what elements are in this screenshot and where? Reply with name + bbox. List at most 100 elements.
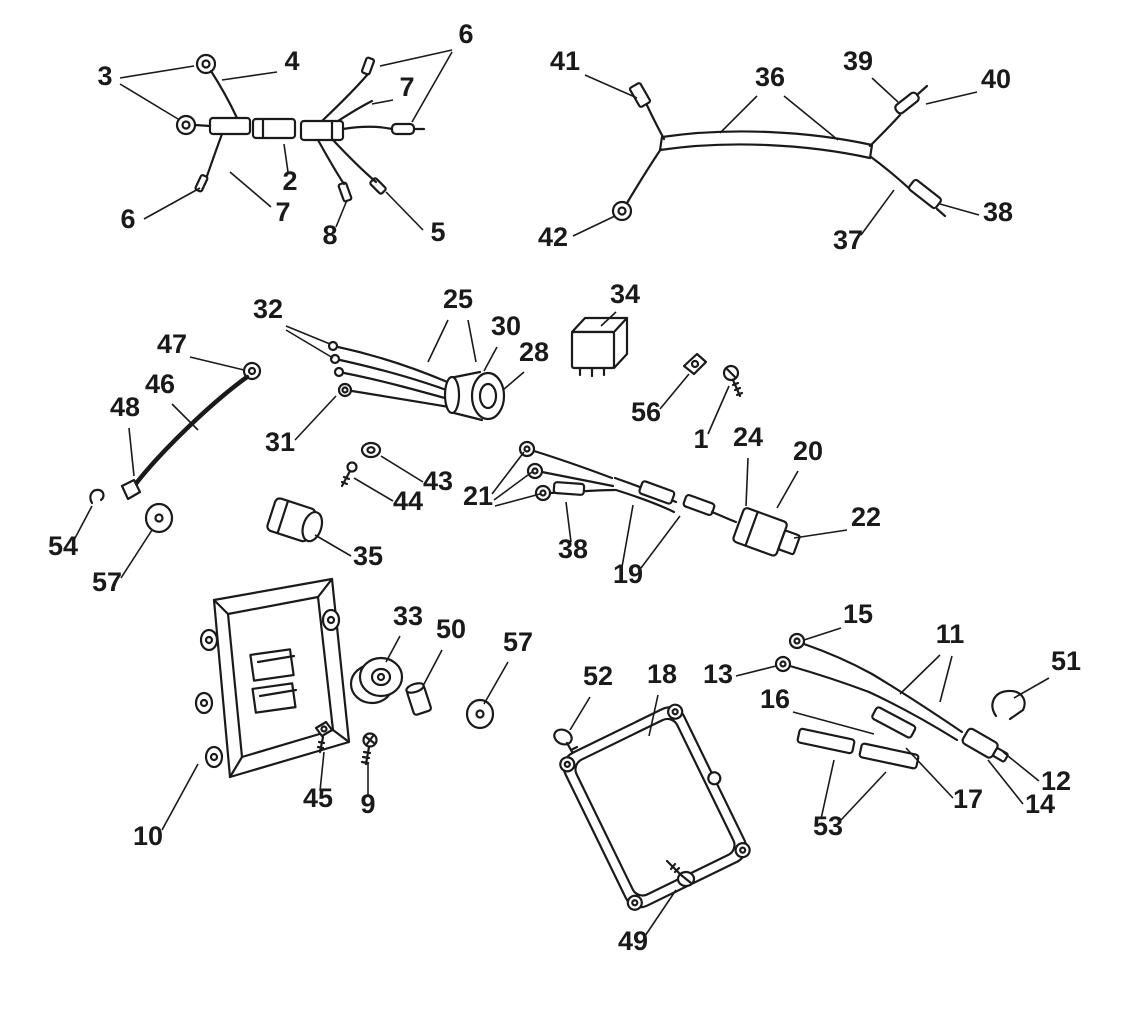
part-label-31: 31 <box>265 427 295 457</box>
leader-line-44 <box>353 477 394 502</box>
washer-43-art <box>360 441 382 459</box>
clip-56-art <box>682 352 708 376</box>
leader-line-32 <box>285 329 334 359</box>
leader-line-25 <box>467 319 477 363</box>
leader-line-11 <box>939 655 953 703</box>
leader-line-5 <box>385 191 424 231</box>
part-label-6: 6 <box>458 19 473 49</box>
leader-line-25 <box>427 319 449 363</box>
leader-line-34 <box>600 311 617 327</box>
part-label-28: 28 <box>519 337 549 367</box>
leader-line-21 <box>491 451 525 495</box>
part-label-7: 7 <box>275 197 290 227</box>
leader-line-21 <box>493 471 533 501</box>
leader-line-17 <box>905 747 954 799</box>
harness-short-leads-art <box>175 53 426 203</box>
leader-line-6 <box>143 187 201 220</box>
relay-art <box>570 316 629 378</box>
leader-line-11 <box>899 654 941 695</box>
leader-line-15 <box>803 627 842 641</box>
battery-cable-art <box>120 361 262 501</box>
junction-box-art <box>194 577 351 779</box>
leader-line-47 <box>189 356 245 371</box>
part-label-9: 9 <box>360 789 375 819</box>
leader-line-56 <box>659 373 690 410</box>
leader-line-20 <box>776 470 799 509</box>
leader-line-32 <box>285 325 331 345</box>
part-label-10: 10 <box>133 821 163 851</box>
leader-line-7 <box>229 171 272 208</box>
part-label-12: 12 <box>1041 766 1071 796</box>
leader-line-3 <box>119 83 179 120</box>
part-label-56: 56 <box>631 397 661 427</box>
part-label-14: 14 <box>1025 789 1055 819</box>
part-label-44: 44 <box>393 486 423 516</box>
part-label-37: 37 <box>833 225 863 255</box>
leader-line-41 <box>584 74 638 99</box>
part-label-16: 16 <box>760 684 790 714</box>
part-label-48: 48 <box>110 392 140 422</box>
screw-1-art <box>722 364 744 398</box>
part-label-39: 39 <box>843 46 873 76</box>
part-label-1: 1 <box>693 424 708 454</box>
clip-51-art <box>991 689 1026 721</box>
leader-line-48 <box>128 427 135 477</box>
leader-line-6 <box>379 49 453 67</box>
part-label-2: 2 <box>282 166 297 196</box>
leader-line-36 <box>783 95 839 141</box>
leader-line-49 <box>644 889 677 937</box>
leader-line-53 <box>840 771 887 821</box>
part-label-46: 46 <box>145 369 175 399</box>
leader-line-57 <box>483 661 509 705</box>
part-label-47: 47 <box>157 329 187 359</box>
leader-line-31 <box>294 395 337 441</box>
cap-33-art <box>349 656 404 705</box>
leader-line-19 <box>621 504 634 568</box>
leader-line-46 <box>171 403 199 431</box>
part-label-8: 8 <box>322 220 337 250</box>
leader-line-51 <box>1013 677 1050 699</box>
leader-line-4 <box>221 71 278 81</box>
leader-line-53 <box>820 759 835 820</box>
part-label-49: 49 <box>618 926 648 956</box>
leader-line-38 <box>565 501 572 543</box>
part-label-40: 40 <box>981 64 1011 94</box>
trim-cable-art <box>774 632 1009 763</box>
leader-line-10 <box>161 763 199 831</box>
lead-wires-art <box>518 440 738 524</box>
leader-line-2 <box>283 143 289 173</box>
part-label-15: 15 <box>843 599 873 629</box>
part-label-5: 5 <box>430 217 445 247</box>
part-label-30: 30 <box>491 311 521 341</box>
part-label-33: 33 <box>393 601 423 631</box>
part-label-38: 38 <box>558 534 588 564</box>
leader-line-6 <box>411 51 453 123</box>
part-label-53: 53 <box>813 811 843 841</box>
leader-line-33 <box>385 635 401 663</box>
part-label-6: 6 <box>120 204 135 234</box>
leader-line-1 <box>707 385 730 435</box>
leader-line-8 <box>335 199 348 228</box>
leader-line-14 <box>987 759 1024 805</box>
connector-35-art <box>266 497 324 543</box>
leader-line-19 <box>640 515 681 569</box>
part-label-20: 20 <box>793 436 823 466</box>
leader-line-37 <box>860 189 895 236</box>
leader-line-52 <box>569 696 591 731</box>
part-label-3: 3 <box>97 61 112 91</box>
washer-57-left-art <box>144 502 174 534</box>
leader-line-39 <box>871 77 899 103</box>
leader-line-30 <box>483 346 498 372</box>
diagram-artwork <box>89 53 1026 911</box>
cover-plate-art <box>559 703 751 911</box>
part-label-43: 43 <box>423 466 453 496</box>
part-label-32: 32 <box>253 294 283 324</box>
part-label-52: 52 <box>583 661 613 691</box>
leader-line-13 <box>735 665 777 677</box>
part-label-45: 45 <box>303 783 333 813</box>
part-label-17: 17 <box>953 784 983 814</box>
leader-line-21 <box>494 493 541 507</box>
